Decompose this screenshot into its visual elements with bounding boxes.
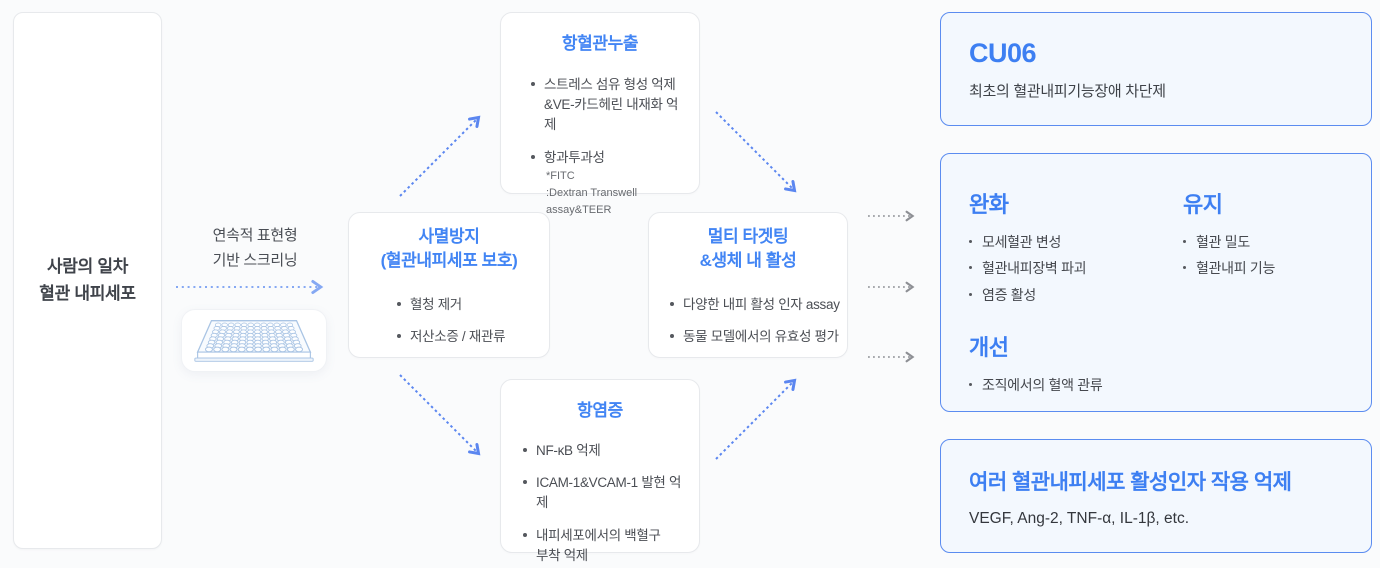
outcome-heading: 완화 <box>969 192 1009 217</box>
flow-box-title: 멀티 타겟팅 &생체 내 활성 <box>649 225 847 273</box>
outcome-item-text: 조직에서의 혈액 관류 <box>982 377 1103 393</box>
flow-box-anti-inflammation: 항염증 NF-κB 억제 ICAM-1&VCAM-1 발현 억제 내피세포에서의… <box>500 379 700 563</box>
inhibition-title: 여러 혈관내피세포 활성인자 작용 억제 <box>969 471 1292 494</box>
bullet-text: 항과투과성 <box>544 149 605 165</box>
bullet-text: 다양한 내피 활성 인자 assay <box>683 296 840 312</box>
bullet-text: 스트레스 섬유 형성 억제 <box>544 76 676 92</box>
flow-box-title: 항염증 <box>501 399 699 423</box>
outcome-heading: 개선 <box>969 335 1009 360</box>
source-cells-box: 사람의 일차 혈관 내피세포 <box>13 12 162 549</box>
bullet-dot <box>969 292 972 296</box>
microplate-icon <box>194 319 314 362</box>
outcome-item: 혈관내피장벽 파괴 <box>969 258 1087 278</box>
outcome-item-text: 혈관내피장벽 파괴 <box>982 260 1087 277</box>
bullet-item: ICAM-1&VCAM-1 발현 억제 <box>523 473 691 514</box>
bullet-dot <box>670 333 674 338</box>
bullet-dot <box>397 333 401 338</box>
bullet-dot <box>969 383 972 386</box>
flow-box-title: 사멸방지 (혈관내피세포 보호) <box>349 225 549 273</box>
outcome-section-improve: 개선 조직에서의 혈액 관류 <box>969 330 1103 395</box>
flow-box-apoptosis-prevention: 사멸방지 (혈관내피세포 보호) 혈청 제거 저산소증 / 재관류 <box>348 212 550 358</box>
outcome-section-relief: 완화 모세혈관 변성 혈관내피장벽 파괴 염증 활성 <box>969 187 1087 305</box>
source-cells-line: 혈관 내피세포 <box>39 283 136 303</box>
screening-label-line: 기반 스크리닝 <box>212 251 298 269</box>
bullet-text: 내피세포에서의 백혈구 <box>536 527 661 543</box>
outcome-item: 혈관 밀도 <box>1183 232 1275 252</box>
screening-label-line: 연속적 표현형 <box>212 227 298 244</box>
microplate-card <box>181 309 327 372</box>
screening-label: 연속적 표현형 기반 스크리닝 <box>170 224 340 274</box>
arrow-antiinflammation-to-multitargeting <box>715 378 797 460</box>
source-cells-line: 사람의 일차 <box>46 257 129 277</box>
bullet-text: 혈청 제거 <box>410 296 462 312</box>
title-line: 항염증 <box>577 401 623 420</box>
bullet-dot <box>523 480 527 485</box>
bullet-item: 스트레스 섬유 형성 억제 &VE-카드헤린 내재화 억제 <box>531 75 689 136</box>
bullet-item: 혈청 제거 <box>397 295 549 315</box>
outcome-section-maintain: 유지 혈관 밀도 혈관내피 기능 <box>1183 187 1275 279</box>
outcome-item-text: 모세혈관 변성 <box>982 234 1062 250</box>
arrow-antileakage-to-multitargeting <box>715 111 797 193</box>
outcome-item: 모세혈관 변성 <box>969 232 1086 252</box>
outcome-item-text: 염증 활성 <box>982 286 1036 303</box>
title-line: 멀티 타겟팅 <box>707 227 789 246</box>
bullet-text: NF-κB 억제 <box>536 442 601 458</box>
title-line: &생체 내 활성 <box>699 250 797 270</box>
flow-box-title: 항혈관누출 <box>501 32 699 56</box>
bullet-dot <box>523 532 527 537</box>
title-line: (혈관내피세포 보호) <box>380 250 518 270</box>
title-line: 사멸방지 <box>418 227 480 246</box>
arrow-apoptosis-to-antileakage <box>399 115 481 197</box>
bullet-item: 다양한 내피 활성 인자 assay <box>670 295 847 315</box>
bullet-item: 저산소증 / 재관류 <box>397 327 549 347</box>
bullet-text: 저산소증 / 재관류 <box>410 328 506 344</box>
bullet-text: ICAM-1&VCAM-1 발현 억제 <box>536 475 682 511</box>
bullet-dot <box>523 447 527 452</box>
result-panel-inhibition: 여러 혈관내피세포 활성인자 작용 억제 VEGF, Ang-2, TNF-α,… <box>940 439 1372 553</box>
title-line: 항혈관누출 <box>561 34 639 53</box>
bullet-dot <box>397 301 401 306</box>
bullet-text: 부착 억제 <box>536 547 588 563</box>
bullet-dot <box>1183 266 1186 270</box>
bullet-dot <box>969 266 972 270</box>
inhibition-subtitle: VEGF, Ang-2, TNF-α, IL-1β, etc. <box>969 510 1190 527</box>
bullet-dot <box>969 240 972 243</box>
bullet-footnote: :Dextran Transwell assay&TEER <box>546 186 638 216</box>
bullet-dot <box>531 81 535 86</box>
outcome-heading: 유지 <box>1183 192 1223 217</box>
result-panel-cu06: CU06 최초의 혈관내피기능장애 차단제 <box>940 12 1372 126</box>
bullet-item: 내피세포에서의 백혈구 부착 억제 <box>523 526 691 567</box>
outcome-item-text: 혈관 밀도 <box>1196 234 1250 250</box>
outcome-item: 혈관내피 기능 <box>1183 258 1275 278</box>
bullet-item: 항과투과성 *FITC :Dextran Transwell assay&TEE… <box>531 148 689 219</box>
cu06-title: CU06 <box>969 38 1037 68</box>
bullet-dot <box>531 154 535 159</box>
result-panel-outcomes: 완화 모세혈관 변성 혈관내피장벽 파괴 염증 활성 유지 혈관 밀도 혈관내피… <box>940 153 1372 412</box>
flow-box-multi-targeting: 멀티 타겟팅 &생체 내 활성 다양한 내피 활성 인자 assay 동물 모델… <box>648 212 848 358</box>
bullet-dot <box>1183 240 1186 243</box>
outcome-item-text: 혈관내피 기능 <box>1196 260 1276 277</box>
bullet-item: 동물 모델에서의 유효성 평가 <box>670 327 847 347</box>
bullet-dot <box>670 301 674 306</box>
bullet-footnote: *FITC <box>546 169 575 182</box>
flow-box-anti-vascular-leakage: 항혈관누출 스트레스 섬유 형성 억제 &VE-카드헤린 내재화 억제 항과투과… <box>500 12 700 216</box>
outcome-item: 염증 활성 <box>969 285 1086 305</box>
bullet-text: 동물 모델에서의 유효성 평가 <box>683 328 839 344</box>
cu06-subtitle: 최초의 혈관내피기능장애 차단제 <box>969 83 1166 100</box>
bullet-text: &VE-카드헤린 내재화 억제 <box>544 97 679 133</box>
arrow-apoptosis-to-antiinflammation <box>399 374 481 456</box>
outcome-item: 조직에서의 혈액 관류 <box>969 375 1103 395</box>
bullet-item: NF-κB 억제 <box>523 441 691 461</box>
